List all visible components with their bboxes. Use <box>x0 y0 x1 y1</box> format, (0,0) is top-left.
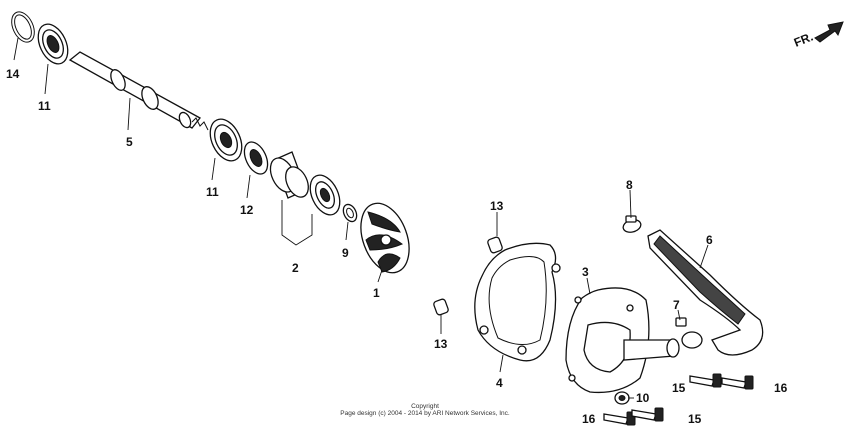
callout-12: 12 <box>240 203 254 217</box>
front-direction-arrow: FR. <box>792 21 844 50</box>
pump-shaft-part-5[interactable] <box>68 51 209 131</box>
callout-16-upper: 16 <box>774 381 788 395</box>
callout-13-lower: 13 <box>434 337 448 351</box>
callout-13-upper: 13 <box>490 199 504 213</box>
bearing-part-11-upper[interactable] <box>32 19 73 68</box>
copyright-notice: Page design (c) 2004 - 2014 by ARI Netwo… <box>340 410 510 417</box>
bolt-part-15-upper[interactable] <box>689 373 722 388</box>
bolt-part-15-lower[interactable] <box>631 407 664 422</box>
callout-numbers: 14 11 5 11 12 2 9 1 13 13 4 3 8 6 7 10 1… <box>6 67 788 426</box>
impeller-part-1[interactable] <box>352 197 418 280</box>
callout-1: 1 <box>373 286 380 300</box>
hose-clamp-part-8[interactable] <box>622 215 642 234</box>
copyright-line: Copyright <box>411 403 439 410</box>
callout-15-lower: 15 <box>688 412 702 426</box>
callout-6: 6 <box>706 233 713 247</box>
bolt-part-16-upper[interactable] <box>721 375 754 390</box>
callout-16-lower: 16 <box>582 412 596 426</box>
callout-10: 10 <box>636 391 650 405</box>
washer-part-10[interactable] <box>614 391 630 405</box>
callout-5: 5 <box>126 135 133 149</box>
front-direction-label: FR. <box>792 30 815 50</box>
callout-2: 2 <box>292 261 299 275</box>
callout-3: 3 <box>582 265 589 279</box>
water-hose-part-6[interactable] <box>647 229 764 356</box>
callout-11-upper: 11 <box>38 99 51 113</box>
mechanical-seal-part-2[interactable] <box>265 151 345 220</box>
pump-cover-part-3[interactable] <box>565 287 680 394</box>
oil-seal-part-12[interactable] <box>240 138 272 177</box>
gasket-part-4[interactable] <box>474 242 561 362</box>
dowel-pin-part-13-upper[interactable] <box>487 236 503 254</box>
callout-15-upper: 15 <box>672 381 686 395</box>
circlip-part-14[interactable] <box>7 8 39 45</box>
hose-clamp-part-7[interactable] <box>675 317 703 349</box>
callout-8: 8 <box>626 178 633 192</box>
callout-4: 4 <box>496 376 503 390</box>
callout-7: 7 <box>673 298 680 312</box>
bearing-part-11-lower[interactable] <box>204 114 248 166</box>
callout-9: 9 <box>342 246 349 260</box>
callout-11-lower: 11 <box>206 185 219 199</box>
callout-14: 14 <box>6 67 20 81</box>
dowel-pin-part-13-lower[interactable] <box>433 298 449 316</box>
leader-lines <box>13 37 709 399</box>
washer-part-9[interactable] <box>341 202 359 223</box>
